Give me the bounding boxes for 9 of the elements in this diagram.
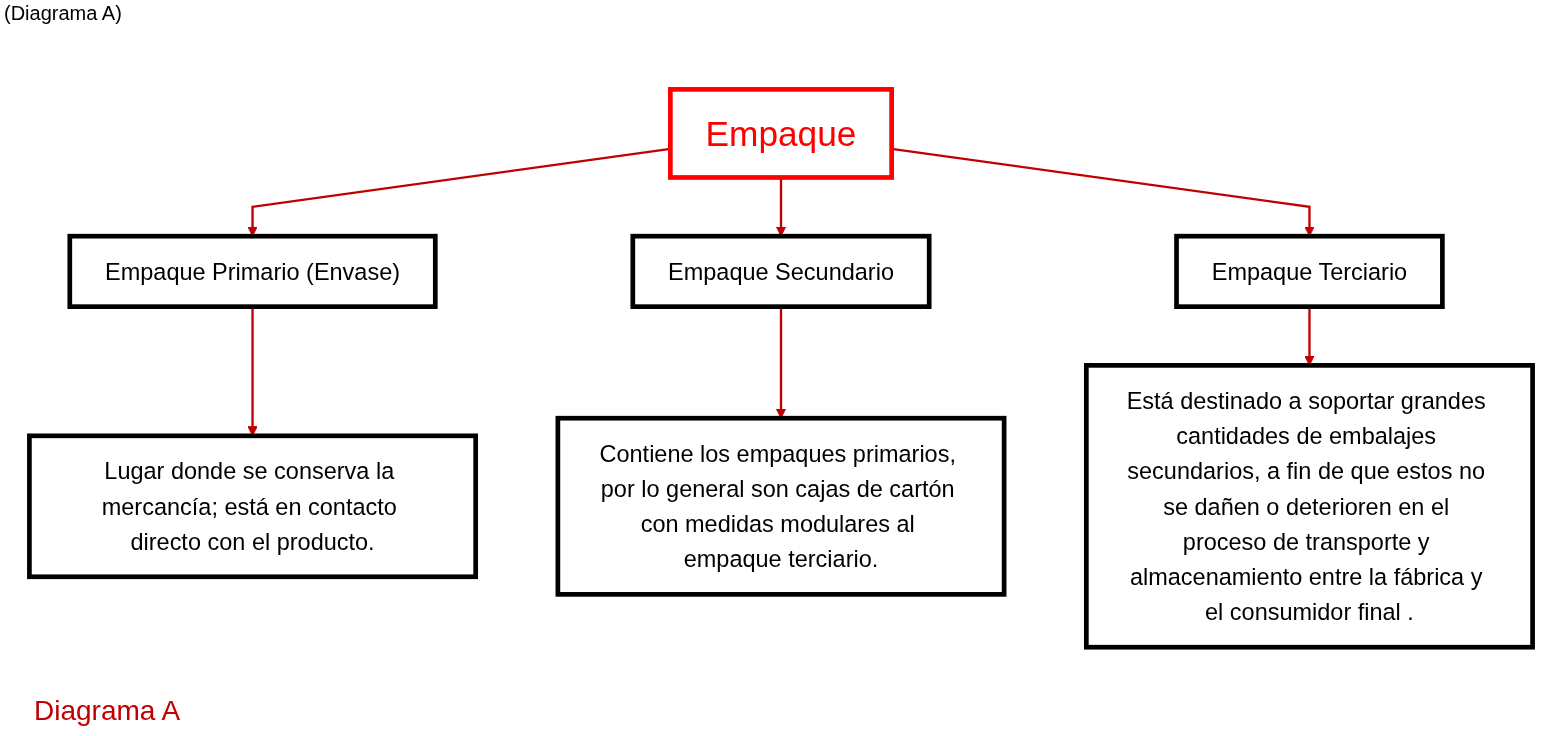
diagram-caption: Diagrama A <box>34 695 181 727</box>
node-box: Empaque Secundario <box>630 233 932 309</box>
node-box: Empaque <box>668 86 894 180</box>
node-box: Contiene los empaques primarios, por lo general son cajas de cartón con medidas modulares al empaque terciario. <box>555 415 1007 597</box>
node-box: Empaque Terciario <box>1174 233 1445 309</box>
node-box: Empaque Primario (Envase) <box>67 233 438 309</box>
node-box: Lugar donde se conserva la mercancía; está en contacto directo con el producto. <box>27 433 479 579</box>
node-box: Está destinado a soportar grandes cantidades de embalajes secundarios, a fin de que estos no se dañen o deterioren en el proceso de transporte y almacenamiento entre la fábrica y el consumidor final . <box>1084 362 1535 650</box>
diagram-title: (Diagrama A) <box>4 2 122 25</box>
